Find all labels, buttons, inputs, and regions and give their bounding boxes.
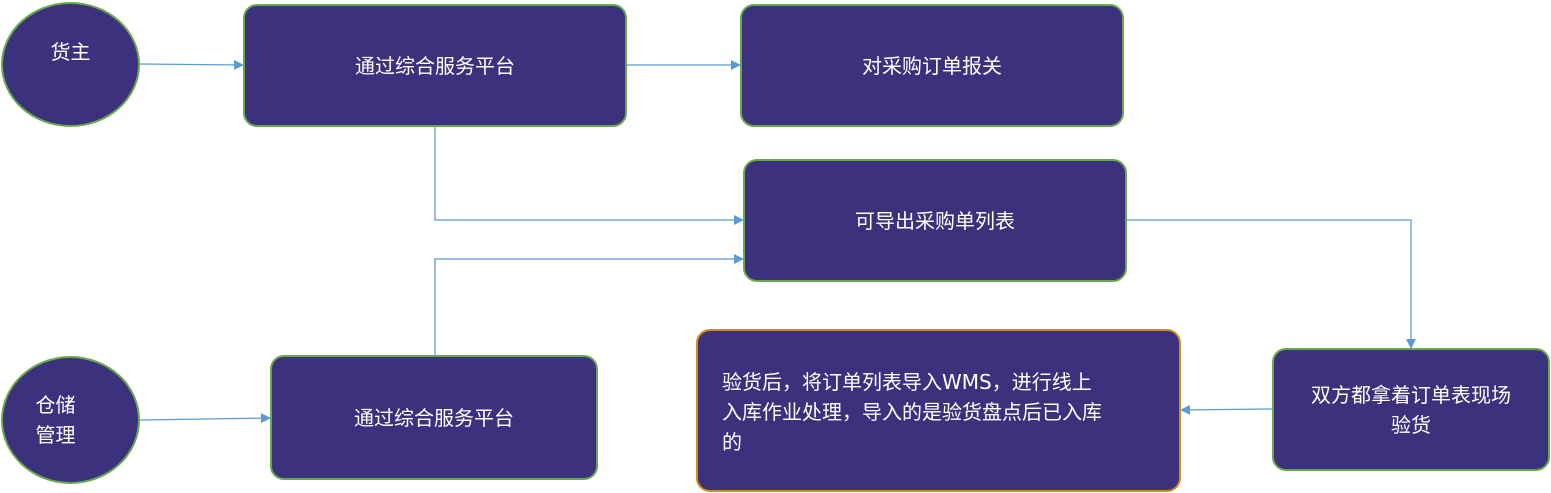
arrow-export-list-to-inspect <box>1127 219 1416 349</box>
node-owner-label: 货主 <box>50 40 91 64</box>
node-import-wms-label: 验货后，将订单列表导入WMS，进行线上 入库作业处理，导入的是验货盘点后已入库 … <box>722 370 1102 454</box>
node-export-list-label: 可导出采购单列表 <box>855 208 1015 233</box>
arrow-warehouse-to-platform-bottom <box>139 413 271 424</box>
node-inspect: 双方都拿着订单表现场 验货 <box>1272 348 1550 471</box>
node-customs-label: 对采购订单报关 <box>862 53 1002 78</box>
arrow-owner-to-platform <box>139 59 244 70</box>
node-platform-top-label: 通过综合服务平台 <box>355 53 515 78</box>
node-platform-bottom-label: 通过综合服务平台 <box>354 405 514 430</box>
node-export-list: 可导出采购单列表 <box>743 159 1127 282</box>
arrow-platform-bottom-to-export-list <box>434 254 744 355</box>
node-owner: 货主 <box>1 2 140 127</box>
node-platform-top: 通过综合服务平台 <box>243 4 627 127</box>
arrow-inspect-to-import-wms <box>1180 404 1273 415</box>
node-customs: 对采购订单报关 <box>740 4 1124 127</box>
node-warehouse: 仓储 管理 <box>1 356 140 484</box>
node-warehouse-label: 仓储 管理 <box>35 393 76 447</box>
node-import-wms: 验货后，将订单列表导入WMS，进行线上 入库作业处理，导入的是验货盘点后已入库 … <box>696 329 1181 492</box>
arrow-platform-to-export-list <box>434 127 744 225</box>
node-inspect-label: 双方都拿着订单表现场 验货 <box>1311 382 1511 437</box>
node-platform-bottom: 通过综合服务平台 <box>270 355 598 480</box>
